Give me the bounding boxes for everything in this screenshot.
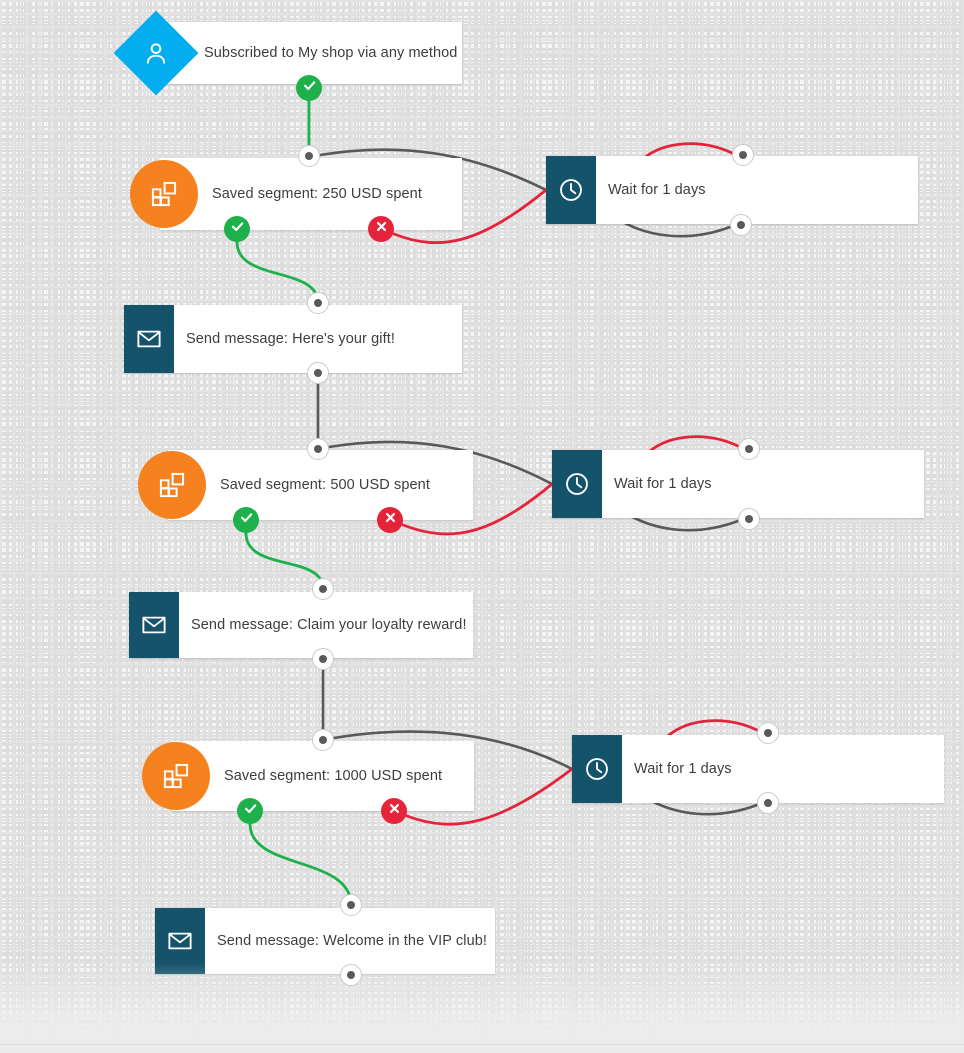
node-icon-badge — [129, 592, 179, 658]
branch-yes-badge[interactable] — [296, 75, 322, 101]
connector-link-250yes-to-gift[interactable] — [235, 240, 320, 305]
connector-port[interactable] — [757, 792, 779, 814]
segment-icon — [150, 180, 178, 208]
branch-no-badge[interactable] — [377, 507, 403, 533]
connector-link-wait2-top-out[interactable] — [648, 435, 740, 453]
node-wait-2[interactable]: Wait for 1 days — [552, 450, 924, 518]
connector-port[interactable] — [738, 438, 760, 460]
connector-link-1000yes-to-vip[interactable] — [248, 822, 353, 907]
connector-port[interactable] — [738, 508, 760, 530]
branch-no-badge[interactable] — [381, 798, 407, 824]
node-segment-500[interactable]: Saved segment: 500 USD spent — [138, 450, 473, 520]
connector-port[interactable] — [732, 144, 754, 166]
node-message-vip[interactable]: Send message: Welcome in the VIP club! — [155, 908, 495, 974]
node-label: Send message: Claim your loyalty reward! — [191, 617, 467, 633]
node-trigger-subscribed[interactable]: Subscribed to My shop via any method — [113, 10, 462, 96]
connector-port[interactable] — [730, 214, 752, 236]
node-message-loyalty[interactable]: Send message: Claim your loyalty reward! — [129, 592, 473, 658]
connector-port[interactable] — [298, 145, 320, 167]
node-icon-badge — [552, 450, 602, 518]
connector-port[interactable] — [757, 722, 779, 744]
node-segment-1000[interactable]: Saved segment: 1000 USD spent — [142, 741, 474, 811]
cross-icon — [383, 510, 398, 530]
connector-port[interactable] — [307, 438, 329, 460]
node-icon-badge — [155, 908, 205, 974]
user-icon — [143, 40, 169, 66]
clock-icon — [584, 756, 610, 782]
connector-port[interactable] — [312, 578, 334, 600]
branch-yes-badge[interactable] — [233, 507, 259, 533]
node-label: Wait for 1 days — [608, 182, 706, 198]
node-icon-badge — [546, 156, 596, 224]
connector-port[interactable] — [307, 362, 329, 384]
canvas-bottom-fade — [0, 963, 964, 1053]
check-icon — [243, 801, 258, 821]
node-icon-badge — [113, 10, 199, 96]
node-label: Wait for 1 days — [614, 476, 712, 492]
check-icon — [230, 219, 245, 239]
node-message-gift[interactable]: Send message: Here's your gift! — [124, 305, 462, 373]
node-label: Send message: Here's your gift! — [186, 331, 395, 347]
segment-icon — [158, 471, 186, 499]
node-label: Subscribed to My shop via any method — [204, 45, 458, 61]
branch-no-badge[interactable] — [368, 216, 394, 242]
envelope-icon — [141, 612, 167, 638]
node-label: Send message: Welcome in the VIP club! — [217, 933, 488, 949]
branch-yes-badge[interactable] — [237, 798, 263, 824]
node-label: Saved segment: 250 USD spent — [212, 186, 422, 202]
connector-port[interactable] — [340, 894, 362, 916]
node-label: Saved segment: 1000 USD spent — [224, 768, 443, 784]
segment-icon — [162, 762, 190, 790]
node-icon-badge — [130, 160, 198, 228]
check-icon — [239, 510, 254, 530]
connector-port[interactable] — [312, 729, 334, 751]
connector-link-500yes-to-loyalty[interactable] — [244, 531, 325, 591]
check-icon — [302, 78, 317, 98]
node-icon-badge — [138, 451, 206, 519]
clock-icon — [558, 177, 584, 203]
node-label: Saved segment: 500 USD spent — [220, 477, 430, 493]
canvas-bottom-rule — [0, 1044, 964, 1045]
branch-yes-badge[interactable] — [224, 216, 250, 242]
node-wait-3[interactable]: Wait for 1 days — [572, 735, 944, 803]
node-segment-250[interactable]: Saved segment: 250 USD spent — [130, 158, 462, 230]
clock-icon — [564, 471, 590, 497]
envelope-icon — [136, 326, 162, 352]
node-label: Wait for 1 days — [634, 761, 732, 777]
connector-port[interactable] — [312, 648, 334, 670]
node-wait-1[interactable]: Wait for 1 days — [546, 156, 918, 224]
connector-port[interactable] — [307, 292, 329, 314]
node-icon-badge — [142, 742, 210, 810]
node-icon-badge — [572, 735, 622, 803]
connector-port[interactable] — [340, 964, 362, 986]
node-icon-badge — [124, 305, 174, 373]
connector-link-wait3-top-out[interactable] — [667, 719, 759, 737]
cross-icon — [374, 219, 389, 239]
envelope-icon — [167, 928, 193, 954]
cross-icon — [387, 801, 402, 821]
